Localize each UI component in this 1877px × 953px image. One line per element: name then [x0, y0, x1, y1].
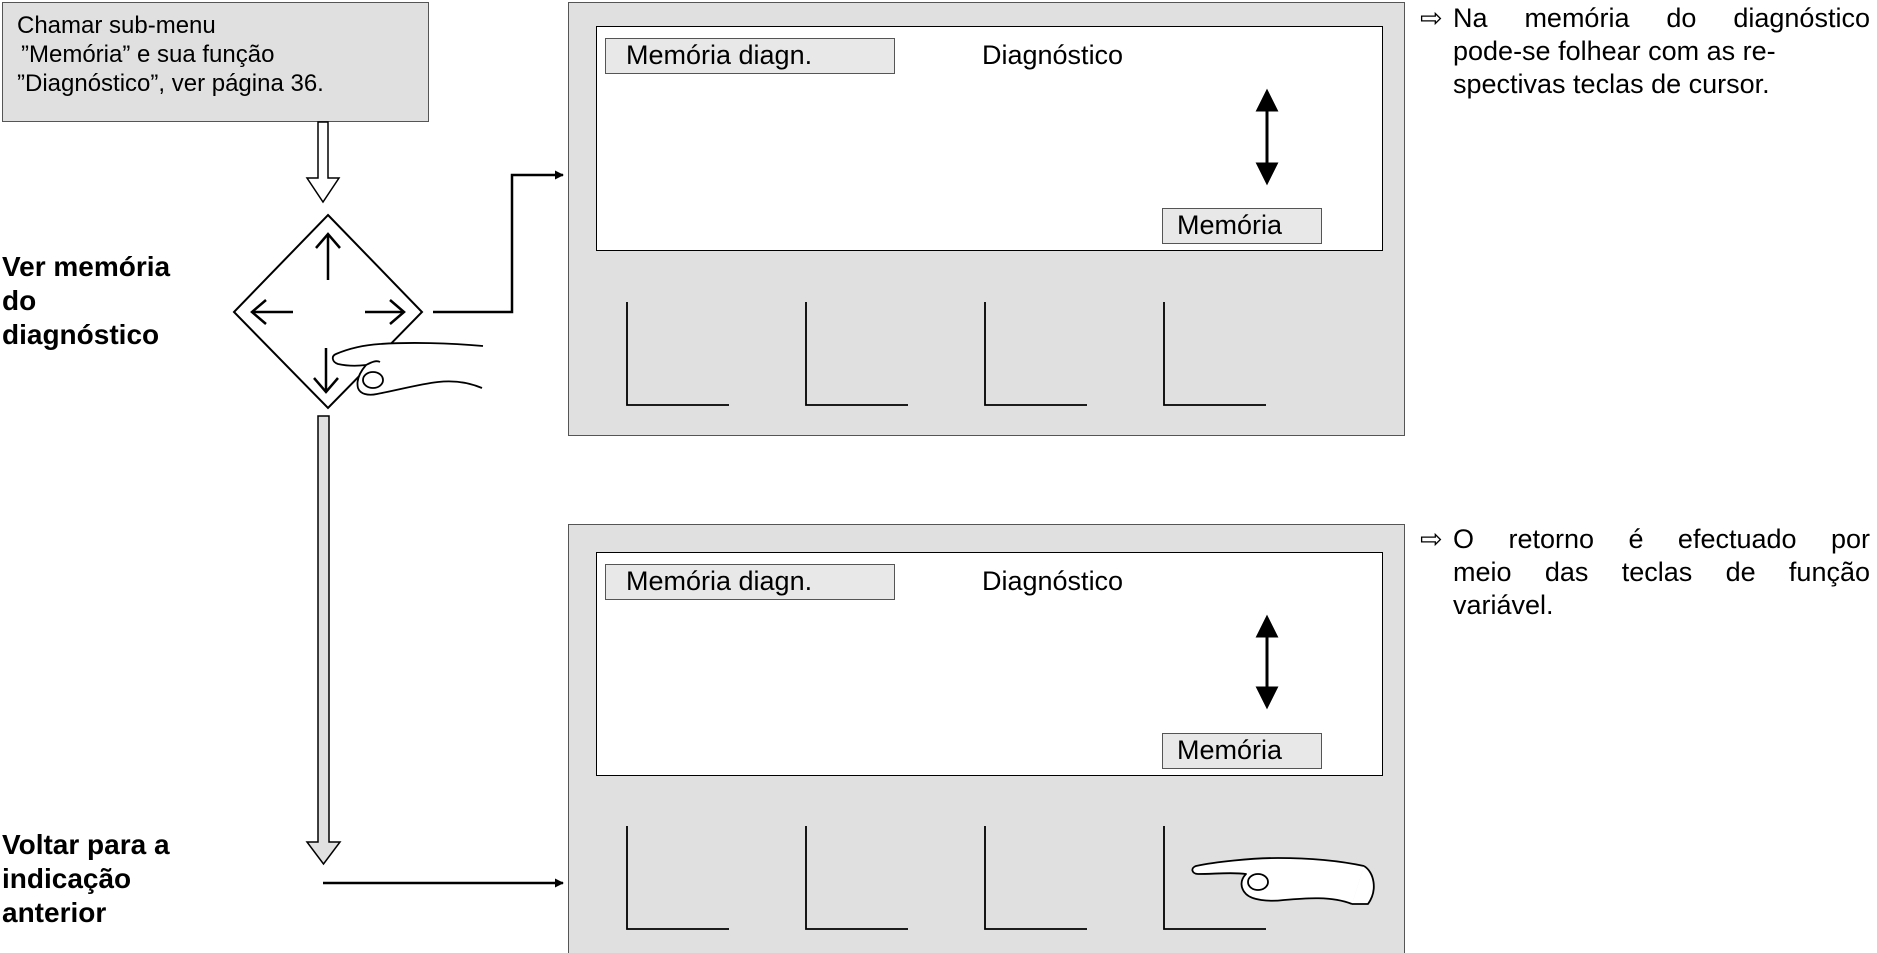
note2-word: efectuado — [1677, 524, 1797, 554]
tab-memory-diagnosis-top[interactable]: Memória diagn. — [605, 38, 895, 74]
note2-word: é — [1628, 524, 1644, 554]
note1-word: do — [1666, 3, 1697, 33]
step-view-line-1: Ver memória — [2, 251, 171, 282]
screen-title-top: Diagnóstico — [982, 40, 1124, 70]
note1-word: diagnóstico — [1733, 3, 1870, 33]
step-view-line-3: diagnóstico — [2, 319, 160, 350]
note1-line-1: Na memória do diagnóstico — [1420, 2, 1870, 35]
connector-to-screen-top — [433, 170, 564, 314]
note2-line-1: O retorno é efectuado por — [1420, 523, 1870, 556]
arrow-right-icon[interactable] — [365, 299, 406, 325]
step-back-line-3: anterior — [2, 897, 107, 928]
step-back-line-2: indicação — [2, 863, 132, 894]
softkey-3 — [984, 826, 1087, 930]
tab-memory-diagnosis-bottom[interactable]: Memória diagn. — [605, 564, 895, 600]
right-arrow-icon: ⇨ — [1420, 3, 1443, 33]
softkeys-bottom[interactable] — [626, 826, 1266, 930]
note-browse-with-cursor-keys: ⇨ Na memória do diagnóstico pode‑se folh… — [1420, 2, 1870, 101]
softkey-2 — [805, 302, 908, 406]
step-view-memory-label: Ver memória do diagnóstico — [2, 250, 170, 352]
note2-line-2: meio das teclas de função — [1420, 556, 1870, 589]
note1-line-2: pode‑se folhear com as re‑ — [1453, 36, 1776, 66]
note2-word: teclas — [1621, 557, 1693, 587]
note2-word: meio — [1453, 557, 1512, 587]
softkey-4 — [1163, 826, 1266, 930]
softkey-memory-top[interactable]: Memória — [1162, 208, 1322, 244]
instruction-line-1: Chamar sub‑menu — [17, 12, 216, 39]
instruction-line-3: ”Diagnóstico”, ver página 36. — [17, 70, 324, 97]
arrow-down-icon[interactable] — [313, 348, 339, 394]
softkeys-top[interactable] — [626, 302, 1266, 406]
note2-word: das — [1544, 557, 1589, 587]
screen-title-bottom: Diagnóstico — [982, 566, 1124, 596]
note1-word: memória — [1524, 3, 1630, 33]
softkey-2 — [805, 826, 908, 930]
note2-line-3: variável. — [1453, 590, 1554, 620]
flow-arrow-down-short — [305, 121, 341, 204]
flow-arrow-down-long — [305, 415, 342, 866]
note1-word: Na — [1453, 3, 1488, 33]
pointing-hand-icon — [331, 342, 484, 396]
softkey-1 — [626, 826, 729, 930]
up-down-arrow-icon — [1255, 88, 1279, 186]
arrow-left-icon[interactable] — [250, 299, 293, 325]
note2-word: O — [1453, 524, 1475, 554]
step-back-line-1: Voltar para a — [2, 829, 170, 860]
softkey-memory-bottom[interactable]: Memória — [1162, 733, 1322, 769]
instruction-line-2: ”Memória” e sua função — [21, 41, 275, 68]
up-down-arrow-icon — [1255, 614, 1279, 710]
note2-word: por — [1830, 524, 1870, 554]
arrow-up-icon[interactable] — [315, 232, 341, 280]
softkey-3 — [984, 302, 1087, 406]
note1-line-3: spectivas teclas de cursor. — [1453, 69, 1770, 99]
instruction-box: Chamar sub‑menu ”Memória” e sua função ”… — [2, 2, 429, 122]
step-view-line-2: do — [2, 285, 37, 316]
right-arrow-icon: ⇨ — [1420, 524, 1443, 554]
softkey-4 — [1163, 302, 1266, 406]
note2-word: de — [1725, 557, 1756, 587]
step-go-back-label: Voltar para a indicação anterior — [2, 828, 170, 930]
note2-word: retorno — [1508, 524, 1595, 554]
pointing-hand-icon — [1191, 857, 1375, 905]
softkey-1 — [626, 302, 729, 406]
note2-word: função — [1788, 557, 1870, 587]
note-return-function-keys: ⇨ O retorno é efectuado por meio das tec… — [1420, 523, 1870, 622]
